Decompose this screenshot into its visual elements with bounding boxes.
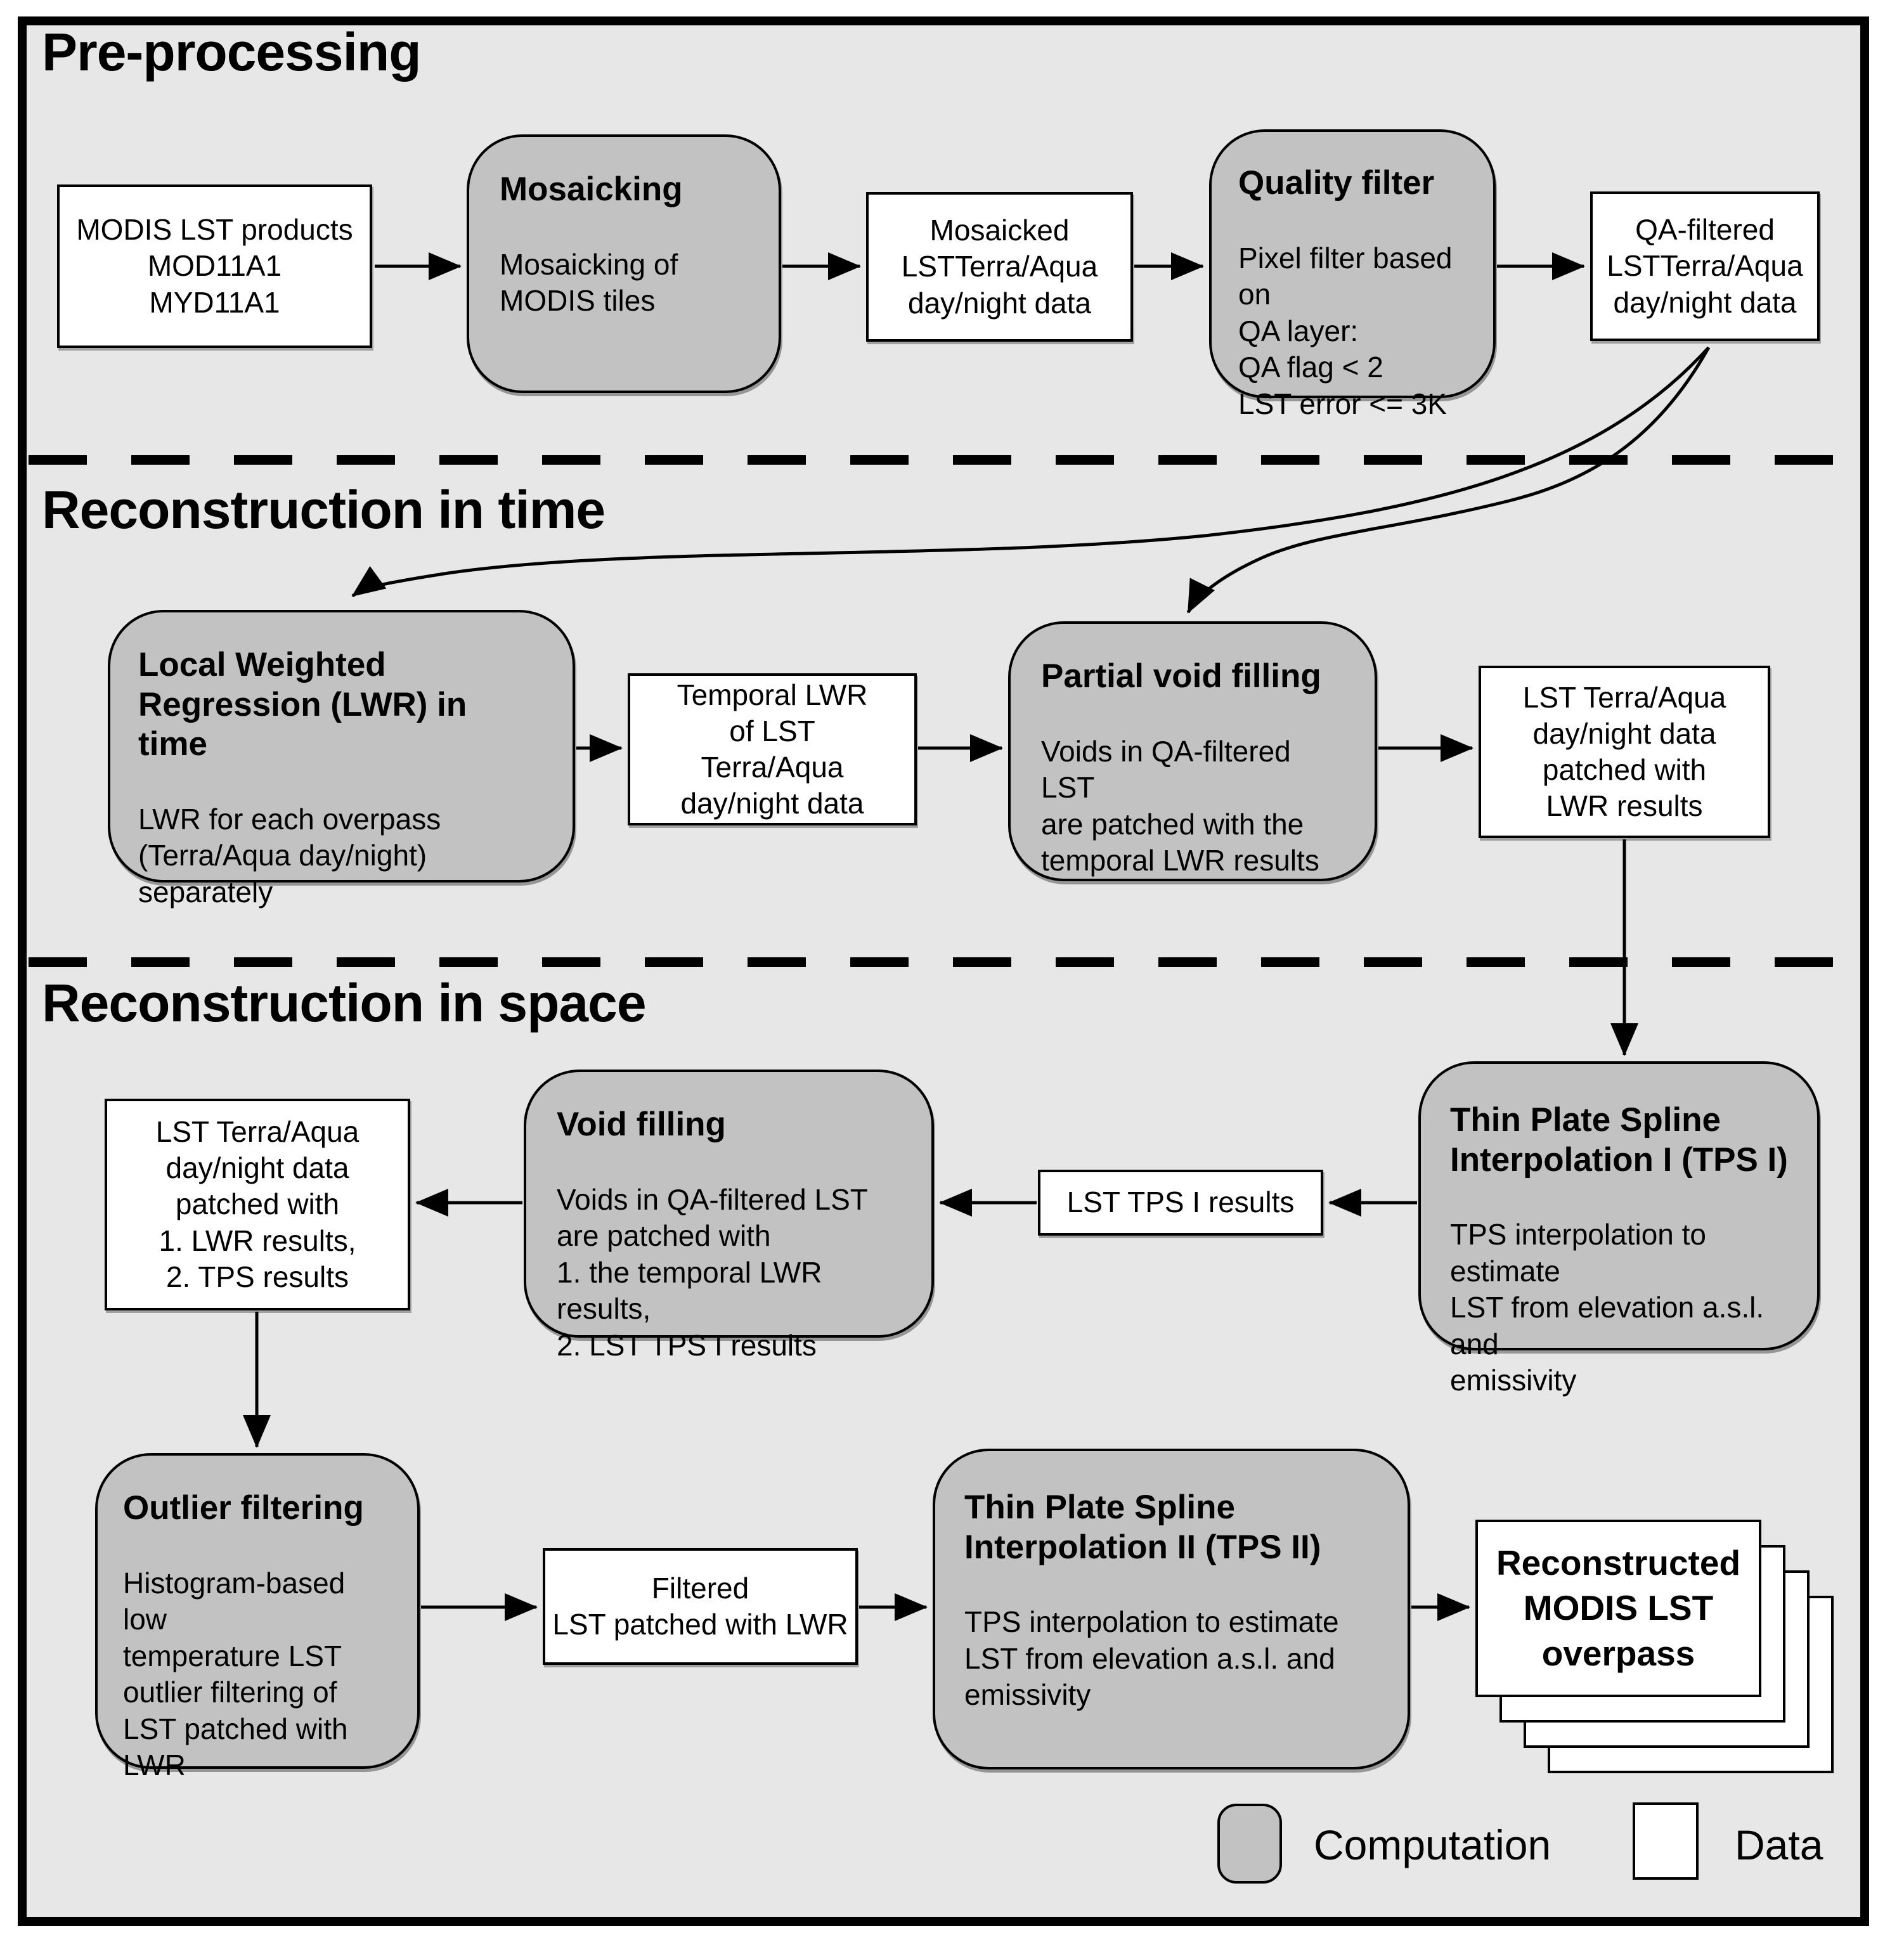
node-quality-filter-title: Quality filter xyxy=(1238,164,1435,202)
node-tps1-title: Thin Plate Spline Interpolation I (TPS I… xyxy=(1450,1101,1788,1179)
node-filtered-lst: Filtered LST patched with LWR xyxy=(543,1548,858,1665)
dashed-divider-2 xyxy=(29,957,1875,967)
node-quality-filter: Quality filter Pixel filter based on QA … xyxy=(1209,129,1496,420)
node-partial-void-filling: Partial void filling Voids in QA-filtere… xyxy=(1008,621,1377,881)
node-temporal-lwr: Temporal LWR of LST Terra/Aqua day/night… xyxy=(628,673,917,825)
node-mosaicked-data: Mosaicked LSTTerra/Aqua day/night data xyxy=(866,192,1133,342)
section-title-reconstruction-in-space: Reconstruction in space xyxy=(42,973,647,1033)
node-tps1-results-text: LST TPS I results xyxy=(1066,1186,1295,1219)
node-tps2: Thin Plate Spline Interpolation II (TPS … xyxy=(933,1449,1410,1769)
node-outlier-filtering: Outlier filtering Histogram-based low te… xyxy=(95,1453,420,1781)
node-temporal-lwr-text: Temporal LWR of LST Terra/Aqua day/night… xyxy=(677,678,868,820)
node-tps1-results: LST TPS I results xyxy=(1038,1170,1323,1236)
node-patched-with-lwr-tps-text: LST Terra/Aqua day/night data patched wi… xyxy=(155,1115,359,1293)
node-mosaicking-body: Mosaicking of MODIS tiles xyxy=(500,247,678,318)
node-patched-with-lwr: LST Terra/Aqua day/night data patched wi… xyxy=(1479,666,1770,838)
node-mosaicked-data-text: Mosaicked LSTTerra/Aqua day/night data xyxy=(901,214,1098,320)
node-reconstructed: Reconstructed MODIS LST overpass xyxy=(1475,1520,1761,1697)
node-outlier-filtering-title: Outlier filtering xyxy=(123,1489,364,1527)
node-modis-lst-products-text: MODIS LST products MOD11A1 MYD11A1 xyxy=(76,213,353,319)
section-title-preprocessing: Pre-processing xyxy=(42,22,422,82)
node-quality-filter-body: Pixel filter based on QA layer: QA flag … xyxy=(1238,241,1453,420)
node-void-filling: Void filling Voids in QA-filtered LST ar… xyxy=(524,1070,934,1362)
node-filtered-lst-text: Filtered LST patched with LWR xyxy=(552,1571,848,1641)
dashed-divider-1 xyxy=(29,455,1875,465)
node-tps2-title: Thin Plate Spline Interpolation II (TPS … xyxy=(964,1489,1321,1566)
node-patched-with-lwr-tps: LST Terra/Aqua day/night data patched wi… xyxy=(105,1099,410,1310)
node-void-filling-title: Void filling xyxy=(557,1106,726,1143)
node-qa-filtered-data-text: QA-filtered LSTTerra/Aqua day/night data xyxy=(1607,213,1803,319)
section-title-reconstruction-in-time: Reconstruction in time xyxy=(42,480,606,540)
legend-data-swatch xyxy=(1633,1802,1699,1880)
legend-data-label: Data xyxy=(1735,1821,1823,1868)
node-lwr-title: Local Weighted Regression (LWR) in time xyxy=(138,646,467,763)
node-tps1-body: TPS interpolation to estimate LST from e… xyxy=(1450,1218,1765,1397)
node-lwr: Local Weighted Regression (LWR) in time … xyxy=(108,610,575,908)
node-void-filling-body: Voids in QA-filtered LST are patched wit… xyxy=(557,1182,868,1362)
node-qa-filtered-data: QA-filtered LSTTerra/Aqua day/night data xyxy=(1590,191,1820,341)
legend-computation-label: Computation xyxy=(1314,1821,1551,1868)
node-mosaicking: Mosaicking Mosaicking of MODIS tiles xyxy=(467,134,781,393)
node-reconstructed-text: Reconstructed MODIS LST overpass xyxy=(1496,1542,1741,1673)
node-patched-with-lwr-text: LST Terra/Aqua day/night data patched wi… xyxy=(1522,680,1726,823)
legend-computation-swatch xyxy=(1217,1804,1282,1884)
node-partial-void-filling-body: Voids in QA-filtered LST are patched wit… xyxy=(1041,734,1319,877)
node-modis-lst-products: MODIS LST products MOD11A1 MYD11A1 xyxy=(57,184,372,348)
node-outlier-filtering-body: Histogram-based low temperature LST outl… xyxy=(123,1566,348,1782)
node-mosaicking-title: Mosaicking xyxy=(500,171,683,208)
node-tps2-body: TPS interpolation to estimate LST from e… xyxy=(964,1605,1339,1712)
node-partial-void-filling-title: Partial void filling xyxy=(1041,657,1321,695)
node-reconstructed-stack: Reconstructed MODIS LST overpass xyxy=(1475,1520,1834,1773)
node-tps1: Thin Plate Spline Interpolation I (TPS I… xyxy=(1418,1061,1820,1397)
node-lwr-body: LWR for each overpass (Terra/Aqua day/ni… xyxy=(138,802,441,908)
